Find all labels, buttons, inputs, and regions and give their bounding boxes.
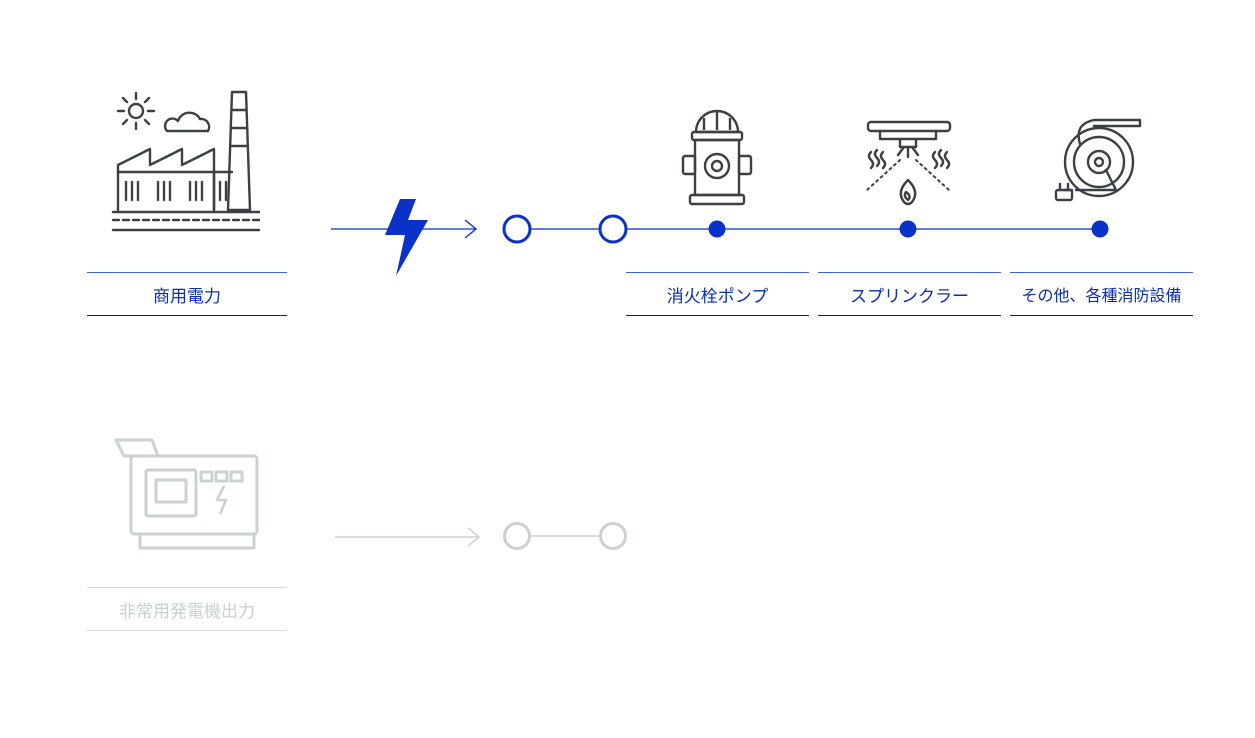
emergency-flow-arrow-head	[467, 527, 481, 547]
lightning-bolt-icon	[385, 199, 428, 276]
factory-icon	[111, 90, 261, 232]
commercial-node-open-1	[502, 214, 532, 244]
emergency-node-open-1	[503, 522, 531, 550]
commercial-power-label: 商用電力	[87, 272, 287, 316]
commercial-node-open-2	[598, 214, 628, 244]
destination-label-sprinkler: スプリンクラー	[818, 272, 1001, 316]
emergency-flow	[335, 522, 627, 550]
destination-label-other-equipment: その他、各種消防設備	[1010, 272, 1193, 316]
commercial-flow	[331, 199, 1109, 276]
commercial-node-sprinkler	[899, 220, 917, 238]
commercial-node-hydrant	[708, 220, 726, 238]
commercial-flow-arrow-head	[464, 219, 478, 239]
destination-label-hydrant-pump: 消火栓ポンプ	[626, 272, 809, 316]
fire-hydrant-icon	[681, 109, 753, 206]
sprinkler-icon	[866, 120, 952, 206]
generator-icon	[114, 438, 259, 550]
commercial-node-other	[1091, 220, 1109, 238]
hose-reel-icon	[1054, 118, 1142, 202]
emergency-generator-label: 非常用発電機出力	[87, 587, 287, 631]
emergency-node-open-2	[599, 522, 627, 550]
